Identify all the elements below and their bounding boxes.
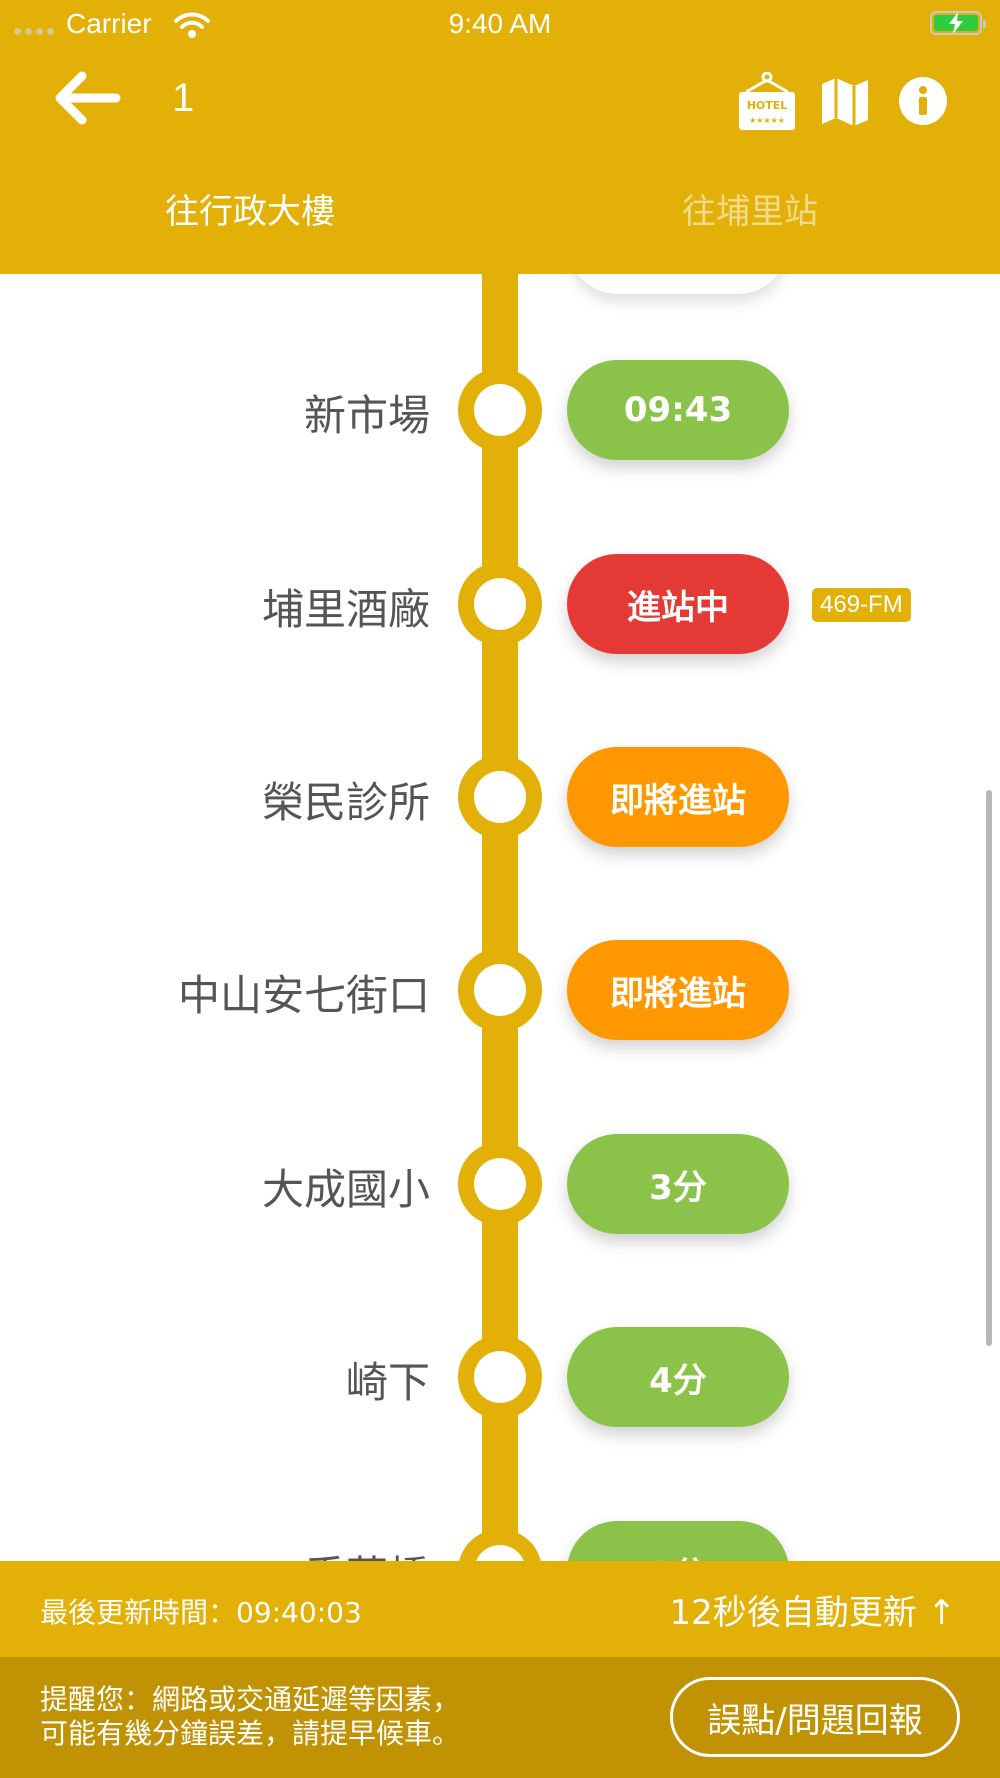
route-station-list[interactable]: 新市場 09:43 埔里酒廠 進站中 469-FM 榮民診所 即將進站 中山安七… (0, 274, 1000, 1561)
station-node-icon (458, 1335, 542, 1419)
station-node-icon (458, 1529, 542, 1561)
station-name: 乖藤橋 (304, 1543, 430, 1561)
eta-pill: 6分 (567, 1521, 789, 1561)
notice-bar: 提醒您：網路或交通延遲等因素， 可能有幾分鐘誤差，請提早候車。 誤點/問題回報 (0, 1657, 1000, 1778)
station-row[interactable]: 大成國小 3分 (0, 1134, 1000, 1234)
station-row[interactable]: 新市場 09:43 (0, 360, 1000, 460)
update-bar: 最後更新時間：09:40:03 12秒後自動更新 ↑ (0, 1561, 1000, 1657)
delay-notice-line1: 提醒您：網路或交通延遲等因素， (40, 1683, 461, 1716)
status-bar: Carrier 9:40 AM (0, 0, 1000, 50)
eta-pill: 4分 (567, 1327, 789, 1427)
hotel-sign-text: HOTEL (747, 99, 788, 112)
scrollbar[interactable] (986, 790, 992, 1346)
station-node-icon (458, 368, 542, 452)
station-row[interactable]: 崎下 4分 (0, 1327, 1000, 1427)
eta-pill: 09:43 (567, 360, 789, 460)
station-row[interactable]: 埔里酒廠 進站中 469-FM (0, 554, 1000, 654)
report-issue-button[interactable]: 誤點/問題回報 (670, 1677, 960, 1757)
station-node-icon (458, 948, 542, 1032)
app-header: Carrier 9:40 AM 1 HOTEL ★★★★★ 往行政大樓 往埔里站 (0, 0, 1000, 274)
station-node-icon (458, 755, 542, 839)
signal-icon (14, 28, 54, 35)
eta-pill-offscreen (568, 274, 788, 294)
delay-notice-line2: 可能有幾分鐘誤差，請提早候車。 (40, 1717, 461, 1750)
eta-pill: 進站中 (567, 554, 789, 654)
status-time: 9:40 AM (448, 8, 552, 39)
tab-direction-admin-building[interactable]: 往行政大樓 (165, 192, 335, 232)
back-arrow-icon[interactable] (52, 70, 122, 126)
station-name: 埔里酒廠 (261, 585, 430, 634)
station-row[interactable]: 中山安七街口 即將進站 (0, 940, 1000, 1040)
tab-direction-puli-station[interactable]: 往埔里站 (682, 192, 818, 232)
hotel-sign-stars: ★★★★★ (749, 116, 785, 125)
wifi-icon (174, 12, 210, 38)
eta-pill: 即將進站 (567, 747, 789, 847)
station-name: 崎下 (345, 1358, 430, 1407)
station-name: 中山安七街口 (177, 971, 430, 1020)
map-icon[interactable] (820, 76, 870, 128)
last-update-time: 最後更新時間：09:40:03 (40, 1596, 362, 1629)
carrier-label: Carrier (66, 8, 152, 39)
bus-plate-badge: 469-FM (812, 588, 911, 622)
station-node-icon (458, 562, 542, 646)
station-node-icon (458, 1142, 542, 1226)
station-name: 榮民診所 (261, 778, 430, 827)
station-name: 大成國小 (261, 1165, 430, 1214)
delay-notice: 提醒您：網路或交通延遲等因素， 可能有幾分鐘誤差，請提早候車。 (40, 1683, 460, 1751)
eta-pill: 即將進站 (567, 940, 789, 1040)
station-row[interactable]: 乖藤橋 6分 (0, 1521, 1000, 1561)
eta-pill: 3分 (567, 1134, 789, 1234)
info-icon[interactable] (898, 76, 948, 126)
station-name: 新市場 (303, 391, 430, 440)
auto-refresh-countdown[interactable]: 12秒後自動更新 ↑ (669, 1593, 956, 1633)
route-number: 1 (172, 76, 195, 120)
station-row[interactable]: 榮民診所 即將進站 (0, 747, 1000, 847)
battery-icon (930, 11, 986, 35)
hotel-sign-icon[interactable]: HOTEL ★★★★★ (738, 72, 796, 132)
